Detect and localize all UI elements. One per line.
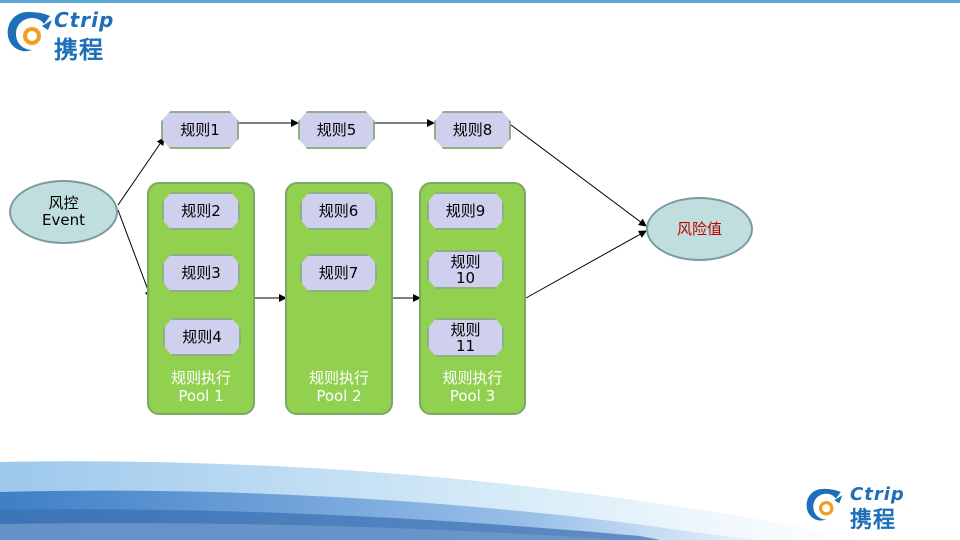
rule-node-2: 规则2 (162, 192, 240, 230)
rule-node-7: 规则7 (300, 254, 377, 292)
ctrip-logo-top: Ctrip 携程 (2, 6, 132, 64)
rule-node-top-8: 规则8 (434, 111, 511, 149)
arrow-event-to-pool1 (117, 209, 153, 299)
rule-node-4: 规则4 (163, 318, 241, 356)
arrow-pool3-to-risk (525, 230, 647, 299)
rule-label: 规则 10 (450, 252, 481, 287)
rule-label: 规则 11 (450, 320, 481, 355)
rule-node-9: 规则9 (427, 192, 504, 230)
brand-english: Ctrip (54, 8, 115, 32)
rule-node-11: 规则 11 (427, 318, 504, 357)
rule-node-top-1: 规则1 (161, 111, 239, 149)
rule-node-top-5: 规则5 (298, 111, 375, 149)
source-event-label: 风控 Event (42, 194, 85, 229)
rule-node-3: 规则3 (162, 254, 240, 292)
brand-chinese: 携程 (54, 36, 104, 64)
rule-label: 规则8 (452, 121, 493, 139)
arrow-rule8-to-risk (510, 124, 647, 227)
rule-label: 规则6 (318, 202, 359, 220)
top-border-line (0, 0, 960, 3)
rule-label: 规则5 (316, 121, 357, 139)
pool-label: 规则执行 Pool 3 (442, 369, 503, 405)
brand-english: Ctrip (850, 484, 905, 505)
rule-label: 规则7 (318, 264, 359, 282)
risk-value-node: 风险值 (646, 197, 753, 261)
rule-label: 规则9 (445, 202, 486, 220)
rule-label: 规则2 (181, 202, 221, 220)
dolphin-logo-icon (806, 488, 843, 521)
risk-value-label: 风险值 (676, 219, 722, 238)
ctrip-logo-bottom: Ctrip 携程 (800, 484, 935, 533)
brand-chinese: 携程 (850, 508, 897, 533)
pool-label: 规则执行 Pool 1 (170, 369, 231, 405)
bottom-wave-decoration (0, 461, 860, 540)
rule-label: 规则4 (182, 328, 222, 346)
source-event-node: 风控 Event (9, 180, 118, 244)
rule-node-6: 规则6 (300, 192, 377, 230)
arrow-event-to-rule1 (117, 137, 165, 206)
pool-label: 规则执行 Pool 2 (308, 369, 369, 405)
dolphin-logo-icon (7, 12, 52, 52)
rule-label: 规则1 (180, 121, 220, 139)
rule-label: 规则3 (181, 264, 221, 282)
rule-node-10: 规则 10 (427, 250, 504, 289)
